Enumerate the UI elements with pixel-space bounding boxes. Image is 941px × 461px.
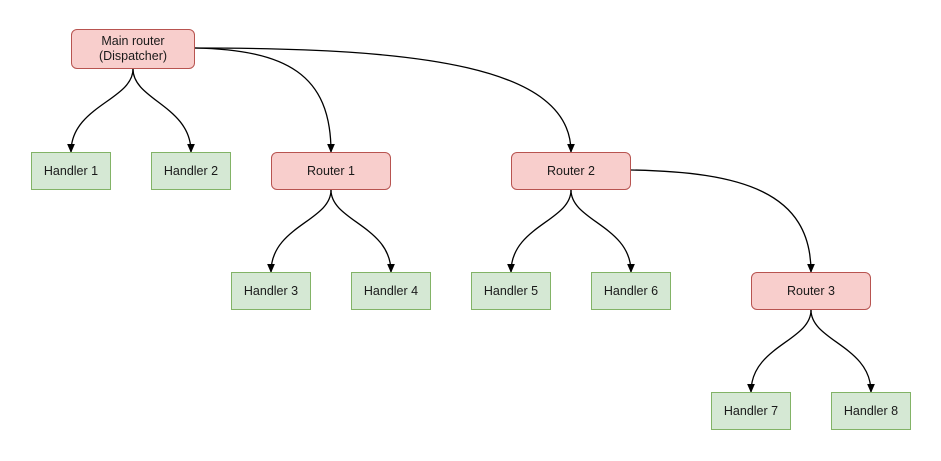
node-handler-5[interactable]: Handler 5 — [471, 272, 551, 310]
node-main-router[interactable]: Main router (Dispatcher) — [71, 29, 195, 69]
node-router-1[interactable]: Router 1 — [271, 152, 391, 190]
node-label-handler-8: Handler 8 — [843, 403, 899, 418]
edge-main-router-to-router-1 — [194, 47, 335, 154]
edge-main-router-to-handler-1 — [67, 68, 134, 154]
node-handler-7[interactable]: Handler 7 — [711, 392, 791, 430]
edge-router-1-to-handler-4 — [330, 189, 395, 274]
node-label-handler-6: Handler 6 — [603, 283, 659, 298]
node-handler-1[interactable]: Handler 1 — [31, 152, 111, 190]
node-router-3[interactable]: Router 3 — [751, 272, 871, 310]
edge-router-2-to-handler-5 — [507, 189, 572, 274]
edge-router-3-to-handler-8 — [810, 309, 875, 394]
node-label-handler-5: Handler 5 — [483, 283, 539, 298]
node-handler-3[interactable]: Handler 3 — [231, 272, 311, 310]
node-label-main-router: Main router (Dispatcher) — [98, 34, 168, 63]
node-label-router-2: Router 2 — [547, 163, 595, 178]
node-label-handler-3: Handler 3 — [243, 283, 299, 298]
edge-router-2-to-handler-6 — [570, 189, 635, 274]
node-label-handler-4: Handler 4 — [363, 283, 419, 298]
edge-main-router-to-router-2 — [194, 47, 575, 154]
node-label-router-1: Router 1 — [307, 163, 355, 178]
edge-router-1-to-handler-3 — [267, 189, 332, 274]
node-router-2[interactable]: Router 2 — [511, 152, 631, 190]
edge-router-2-to-router-3 — [630, 169, 815, 274]
node-label-router-3: Router 3 — [787, 283, 835, 298]
node-handler-6[interactable]: Handler 6 — [591, 272, 671, 310]
edge-router-3-to-handler-7 — [747, 309, 812, 394]
node-label-handler-7: Handler 7 — [723, 403, 779, 418]
node-handler-8[interactable]: Handler 8 — [831, 392, 911, 430]
edge-main-router-to-handler-2 — [132, 68, 195, 154]
node-handler-2[interactable]: Handler 2 — [151, 152, 231, 190]
node-handler-4[interactable]: Handler 4 — [351, 272, 431, 310]
node-label-handler-1: Handler 1 — [43, 163, 99, 178]
node-label-handler-2: Handler 2 — [163, 163, 219, 178]
